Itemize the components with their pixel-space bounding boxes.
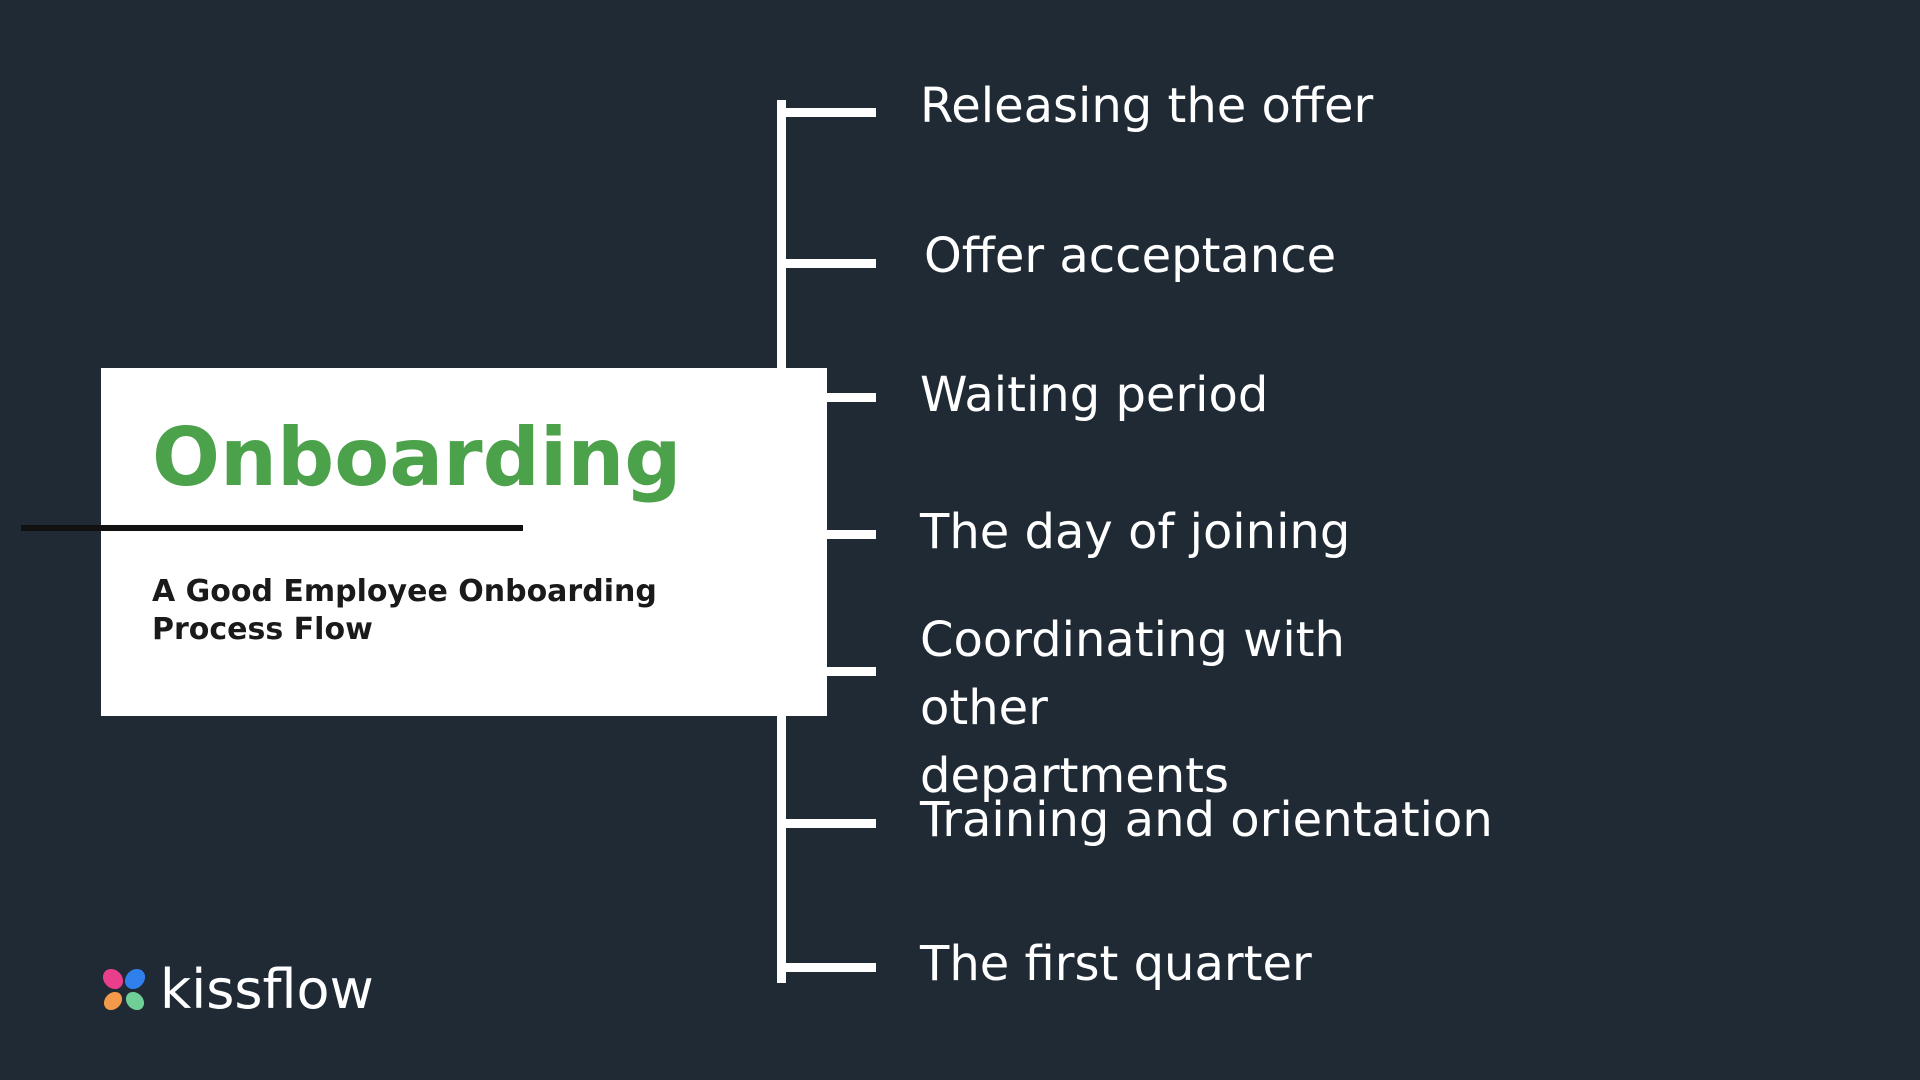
step-label-day-of-joining: The day of joining (920, 504, 1351, 560)
branch-connector-4 (782, 530, 876, 539)
step-label-waiting-period: Waiting period (920, 367, 1269, 423)
step-label-training-orientation: Training and orientation (920, 792, 1493, 848)
branch-connector-1 (782, 108, 876, 117)
branch-connector-5 (782, 667, 876, 676)
title-underline (21, 525, 523, 531)
page-subtitle: A Good Employee Onboarding Process Flow (152, 574, 657, 647)
title-card (101, 368, 827, 716)
branch-connector-7 (782, 963, 876, 972)
branch-connector-3 (782, 393, 876, 402)
step-label-coordinating: Coordinating with other departments (920, 612, 1345, 804)
kissflow-logo: kissflow (100, 960, 374, 1020)
step-label-offer-acceptance: Offer acceptance (924, 228, 1337, 284)
branch-connector-6 (782, 819, 876, 828)
step-label-releasing-offer: Releasing the offer (920, 78, 1374, 134)
logo-wordmark: kissflow (160, 958, 374, 1021)
branch-connector-2 (782, 259, 876, 268)
kissflow-butterfly-icon (102, 968, 146, 1011)
step-label-first-quarter: The first quarter (920, 936, 1312, 992)
page-title: Onboarding (152, 411, 682, 504)
